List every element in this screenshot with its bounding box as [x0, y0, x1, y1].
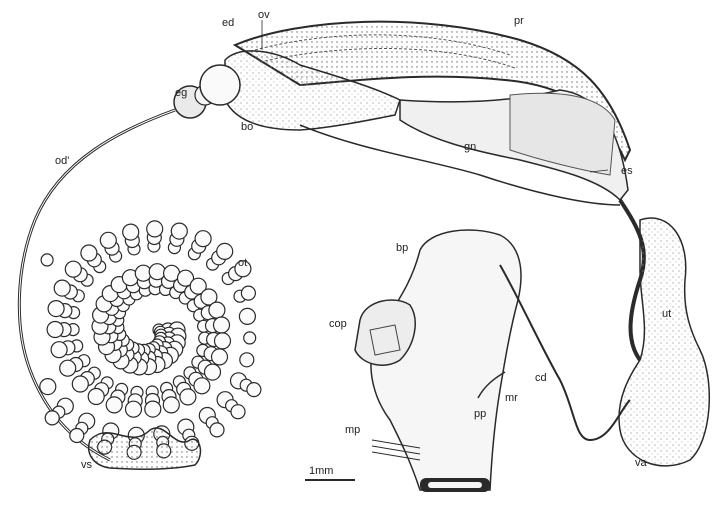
ovotestis-acinus [231, 405, 245, 419]
ovotestis-acinus [163, 397, 179, 413]
ovotestis-acinus [209, 302, 225, 318]
ovotestis-acinus [212, 349, 228, 365]
label-ot: ot [238, 257, 247, 269]
label-cop: cop [329, 318, 347, 330]
ovotestis-acinus [41, 254, 53, 266]
ovotestis-acinus [106, 397, 122, 413]
label-cd: cd [535, 372, 547, 384]
label-pp: pp [474, 408, 486, 420]
label-mp: mp [345, 424, 360, 436]
ovotestis-acinus [45, 411, 59, 425]
ovotestis-acinus [210, 423, 224, 437]
ovotestis-acinus [60, 360, 76, 376]
ovotestis-acinus [215, 333, 231, 349]
ovotestis-acinus [72, 376, 88, 392]
ovotestis-acinus [126, 401, 142, 417]
spermoviduct [400, 90, 628, 200]
ovotestis-acinus [195, 231, 211, 247]
ovotestis-acinus [244, 332, 256, 344]
ovotestis-acinus [81, 245, 97, 261]
ovotestis-acinus [70, 429, 84, 443]
ovotestis-acinus [194, 378, 210, 394]
ovotestis-acinus [100, 232, 116, 248]
label-vs: vs [81, 459, 93, 471]
ovotestis [40, 221, 261, 459]
ovotestis-acinus [241, 286, 255, 300]
label-pr: pr [514, 15, 524, 27]
scale-bar: 1mm [305, 465, 355, 480]
label-mr: mr [505, 392, 518, 404]
ovotestis-acinus [217, 243, 233, 259]
label-ed: ed [222, 17, 234, 29]
ovotestis-acinus [40, 379, 56, 395]
label-va: va [635, 457, 648, 469]
ovotestis-acinus [65, 261, 81, 277]
label-eg: eg [175, 87, 187, 99]
ovotestis-acinus [47, 322, 63, 338]
ovotestis-acinus [240, 353, 254, 367]
penis [355, 230, 521, 492]
ovotestis-acinus [123, 224, 139, 240]
scale-bar-label: 1mm [309, 465, 333, 477]
label-bp: bp [396, 242, 408, 254]
ovotestis-acinus [214, 317, 230, 333]
ovotestis-acinus [205, 364, 221, 380]
label-es: es [621, 165, 633, 177]
ovotestis-acinus [247, 383, 261, 397]
label-bo: bo [241, 121, 253, 133]
ovotestis-acinus [48, 301, 64, 317]
ovotestis-acinus [239, 308, 255, 324]
ovotestis-acinus [147, 221, 163, 237]
label-ut: ut [662, 308, 671, 320]
ovotestis-acinus [171, 223, 187, 239]
ovotestis-acinus [51, 342, 67, 358]
ovotestis-acinus [180, 389, 196, 405]
label-gn: gn [464, 141, 476, 153]
label-ov: ov [258, 9, 270, 21]
ovotestis-acinus [54, 280, 70, 296]
ovotestis-acinus [88, 389, 104, 405]
ovotestis-acinus [145, 401, 161, 417]
label-od: od' [55, 155, 69, 167]
